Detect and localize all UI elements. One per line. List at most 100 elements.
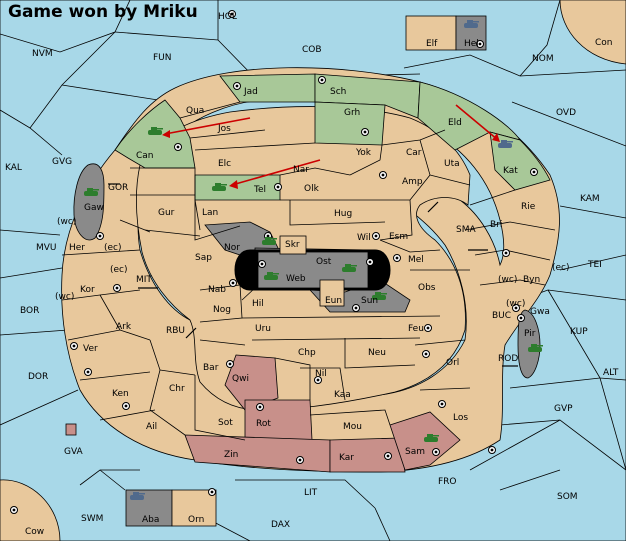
sc-ost <box>366 258 374 266</box>
region-gva-marker <box>65 423 77 436</box>
region-labels: NVM FUN HOL COB Elf Hel Con NOM OVD KAL … <box>5 12 619 537</box>
supply-centers <box>10 10 538 514</box>
tank-icon <box>498 140 513 148</box>
label-buc: BUC <box>492 311 511 321</box>
sc-can <box>174 143 182 151</box>
label-chp: Chp <box>298 348 316 358</box>
sc-jad <box>233 82 241 90</box>
label-los: Los <box>453 413 468 423</box>
region-eun[interactable] <box>319 279 345 307</box>
tank-icon <box>262 237 277 245</box>
sc-lit <box>208 488 216 496</box>
tank-icon <box>148 127 163 135</box>
label-can: Can <box>136 151 154 161</box>
tank-icon <box>342 264 357 272</box>
tank-icon <box>464 20 479 28</box>
label-uta: Uta <box>444 159 460 169</box>
sc-nab <box>229 279 237 287</box>
label-nab: Nab <box>208 285 226 295</box>
sc-elc <box>488 446 496 454</box>
label-gaw: Gaw <box>84 203 104 213</box>
label-amp: Amp <box>402 177 423 187</box>
label-tel: Tel <box>253 185 266 195</box>
label-gwa: Gwa <box>530 307 550 317</box>
label-cob: COB <box>302 45 322 55</box>
label-kaa: Kaa <box>334 390 351 400</box>
label-rbu: RBU <box>166 326 185 336</box>
region-orn[interactable] <box>171 489 217 527</box>
label-uru: Uru <box>255 324 271 334</box>
label-zin: Zin <box>224 450 238 460</box>
sc-byn <box>502 249 510 257</box>
label-ver: Ver <box>83 344 98 354</box>
label-pir: Pir <box>524 329 536 339</box>
label-nil: Nil <box>315 369 327 379</box>
label-car: Car <box>406 148 422 158</box>
label-bri: Bri <box>490 220 502 230</box>
label-ec3: (ec) <box>552 263 570 273</box>
sc-web <box>258 260 266 268</box>
label-ost: Ost <box>316 257 332 267</box>
label-hug: Hug <box>334 209 352 219</box>
label-fun: FUN <box>153 53 172 63</box>
sc-wil <box>372 232 380 240</box>
sc-eun <box>352 304 360 312</box>
tank-icon <box>264 272 279 280</box>
units <box>84 20 543 500</box>
label-skr: Skr <box>285 240 300 250</box>
move-arrows <box>162 104 500 189</box>
label-jad: Jad <box>243 87 258 97</box>
sc-neu <box>422 350 430 358</box>
label-kor: Kor <box>80 285 95 295</box>
region-sch[interactable] <box>314 73 421 119</box>
region-gaw[interactable] <box>73 163 105 241</box>
label-gva: GVA <box>64 447 84 457</box>
label-her: Her <box>69 243 85 253</box>
label-dor: DOR <box>28 372 48 382</box>
label-wc2: (wc) <box>498 275 517 285</box>
sc-kat <box>530 168 538 176</box>
label-rod: ROD <box>498 354 518 364</box>
label-ark: Ark <box>116 322 132 332</box>
region-elf[interactable] <box>405 15 457 51</box>
label-obs: Obs <box>418 283 436 293</box>
label-wc3: (wc) <box>55 292 74 302</box>
sc-rot <box>256 403 264 411</box>
sc-yok <box>379 171 387 179</box>
label-lan: Lan <box>202 208 218 218</box>
label-yok: Yok <box>355 148 372 158</box>
label-sot: Sot <box>218 418 233 428</box>
label-mvu: MVU <box>36 243 57 253</box>
region-kar[interactable] <box>329 437 406 473</box>
tank-icon <box>528 344 543 352</box>
label-dax: DAX <box>271 520 290 530</box>
strait-arrows <box>108 183 518 367</box>
label-rot: Rot <box>256 419 271 429</box>
tank-icon <box>424 434 439 442</box>
label-gur: Gur <box>158 208 175 218</box>
label-eun: Eun <box>325 296 342 306</box>
sc-mel <box>393 254 401 262</box>
label-swm: SWM <box>81 514 103 524</box>
label-chr: Chr <box>169 384 185 394</box>
label-kam: KAM <box>580 194 600 204</box>
region-pir[interactable] <box>517 309 541 379</box>
sc-kaa <box>314 376 322 384</box>
label-bor: BOR <box>20 306 39 316</box>
sc-hol <box>228 10 236 18</box>
label-kal: KAL <box>5 163 22 173</box>
sc-hel <box>476 40 484 48</box>
label-kar: Kar <box>339 453 354 463</box>
label-qwi: Qwi <box>232 374 249 384</box>
sc-kor <box>113 284 121 292</box>
region-skr[interactable] <box>279 235 307 255</box>
label-bar: Bar <box>203 363 219 373</box>
label-sma: SMA <box>456 225 476 235</box>
label-sch: Sch <box>330 87 346 97</box>
label-nvm: NVM <box>32 49 53 59</box>
sc-cow <box>10 506 18 514</box>
label-ken: Ken <box>112 389 129 399</box>
label-web: Web <box>286 274 306 284</box>
